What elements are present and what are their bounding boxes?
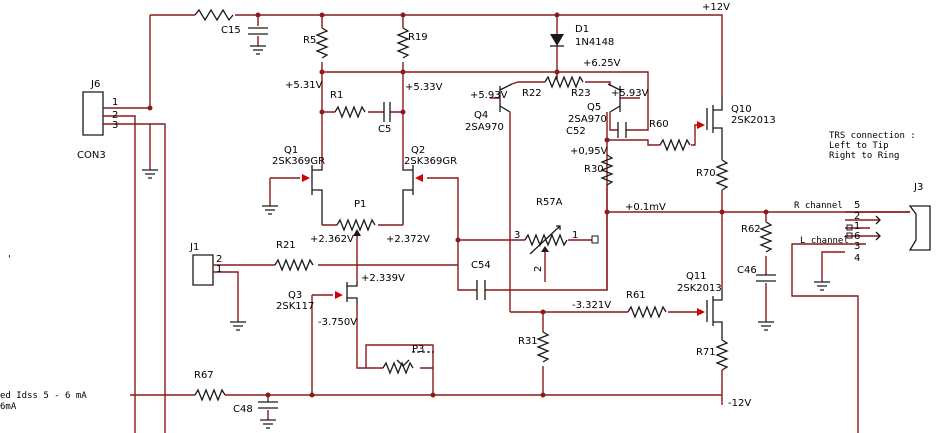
- v-095: +0,95V: [570, 146, 608, 157]
- q4-label: Q4: [474, 110, 488, 121]
- p3-label: P3: [412, 344, 424, 355]
- supply-neg-label: -12V: [728, 398, 751, 409]
- r62-label: R62: [741, 224, 761, 235]
- q3-part: 2SK117: [276, 301, 314, 312]
- r5-label: R5: [303, 35, 316, 46]
- c5-label: C5: [378, 124, 391, 135]
- trs-line1: TRS connection :: [829, 131, 916, 141]
- note-idss-line2: 6mA: [0, 402, 17, 412]
- j6-pin1: 1: [112, 97, 118, 108]
- r-channel-label: R channel: [794, 201, 843, 211]
- j3-label: J3: [913, 182, 923, 193]
- v-533: +5.33V: [405, 82, 443, 93]
- C15-cap: [248, 27, 268, 35]
- v-2362: +2.362V: [310, 234, 354, 245]
- stray-tick: ': [8, 254, 11, 265]
- c52-label: C52: [566, 126, 586, 137]
- p1-label: P1: [354, 199, 366, 210]
- v-531: +5.31V: [285, 80, 323, 91]
- r1-label: R1: [330, 90, 343, 101]
- r57a-pin2: 2: [533, 266, 544, 272]
- v-2339: +2.339V: [361, 273, 405, 284]
- j3-pin6: 6: [854, 231, 860, 242]
- r60-label: R60: [649, 119, 669, 130]
- r23-label: R23: [571, 88, 591, 99]
- j6-label: J6: [90, 79, 100, 90]
- q5-label: Q5: [587, 102, 601, 113]
- r67-label: R67: [194, 370, 214, 381]
- r61-label: R61: [626, 290, 646, 301]
- c54-label: C54: [471, 260, 491, 271]
- v-593b: +5.93V: [611, 88, 649, 99]
- trs-line2: Left to Tip: [829, 141, 889, 151]
- v-01: +0.1mV: [625, 202, 666, 213]
- r19-label: R19: [408, 32, 428, 43]
- note-idss-line1: ed Idss 5 - 6 mA: [0, 391, 87, 401]
- v-625: +6.25V: [583, 58, 621, 69]
- j6-pin3: 3: [112, 120, 118, 131]
- j3-pin1: 1: [854, 221, 860, 232]
- c48-label: C48: [233, 404, 253, 415]
- q3-label: Q3: [288, 290, 302, 301]
- j3-pin3: 3: [854, 241, 860, 252]
- q1-part: 2SK369GR: [272, 156, 325, 167]
- r30-label: R30: [584, 164, 604, 175]
- q2-label: Q2: [411, 145, 425, 156]
- q2-part: 2SK369GR: [404, 156, 457, 167]
- v-2372: +2.372V: [386, 234, 430, 245]
- j1-label: J1: [189, 242, 199, 253]
- q10-label: Q10: [731, 104, 752, 115]
- d1-label: D1: [575, 24, 589, 35]
- v-3321: -3.321V: [572, 300, 611, 311]
- q4-part: 2SA970: [465, 122, 504, 133]
- supply-pos-label: +12V: [702, 2, 730, 13]
- j6-part: CON3: [77, 150, 106, 161]
- q5-part: 2SA970: [568, 114, 607, 125]
- j3-pin2: 2: [854, 211, 860, 222]
- c46-label: C46: [737, 265, 757, 276]
- q11-label: Q11: [686, 271, 707, 282]
- r70-label: R70: [696, 168, 716, 179]
- q10-part: 2SK2013: [731, 115, 776, 126]
- r57a-pin1: 1: [572, 230, 578, 241]
- j3-pin5: 5: [854, 200, 860, 211]
- q1-label: Q1: [284, 145, 298, 156]
- c15-label: C15: [221, 25, 241, 36]
- l-channel-label: L channel: [800, 236, 849, 246]
- r57a-pin3: 3: [514, 230, 520, 241]
- trs-line3: Right to Ring: [829, 151, 899, 161]
- j6-pin2: 2: [112, 110, 118, 121]
- r57a-label: R57A: [536, 197, 563, 208]
- r31-label: R31: [518, 336, 538, 347]
- r21-label: R21: [276, 240, 296, 251]
- pos-rail: [149, 8, 723, 108]
- q11-part: 2SK2013: [677, 283, 722, 294]
- v-3750: -3.750V: [318, 317, 357, 328]
- r71-label: R71: [696, 347, 716, 358]
- d1-part: 1N4148: [575, 37, 614, 48]
- j1-pin1: 1: [216, 264, 222, 275]
- j1-pin2: 2: [216, 254, 222, 265]
- v-593a: +5.93V: [470, 90, 508, 101]
- j3-pin4: 4: [854, 253, 860, 264]
- r22-label: R22: [522, 88, 542, 99]
